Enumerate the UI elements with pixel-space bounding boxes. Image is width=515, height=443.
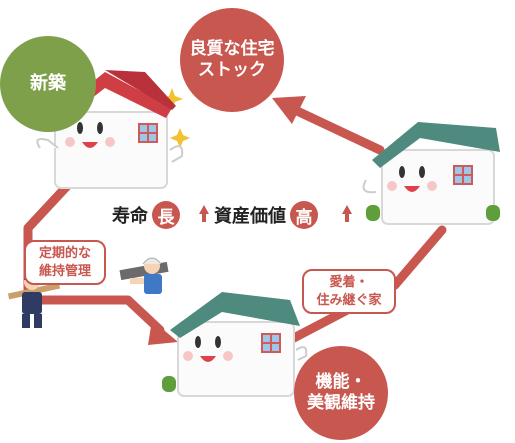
function-appearance-node: 機能・ 美観維持 xyxy=(294,346,388,440)
benefits-row: 寿命 長 資産価値 高 xyxy=(112,200,318,230)
lifespan-label: 寿命 xyxy=(112,206,148,227)
house-stock-icon xyxy=(362,122,500,225)
value-up-arrow-icon xyxy=(342,205,352,222)
inherit-tag: 愛着・ 住み継ぐ家 xyxy=(302,269,396,315)
lifespan-badge: 長 xyxy=(152,201,180,229)
carpenter-icon xyxy=(7,274,61,328)
flow-arrow-top-right xyxy=(272,96,385,155)
roof-worker-icon xyxy=(119,257,169,294)
asset-value-label: 資産価値 xyxy=(214,206,286,227)
inherit-tag-line1: 愛着・ xyxy=(329,275,369,290)
quality-stock-label-line1: 良質な住宅 xyxy=(189,38,275,59)
quality-stock-label-line2: ストック xyxy=(198,60,266,80)
lifespan-up-arrow-icon xyxy=(199,205,209,222)
function-appearance-label-line1: 機能・ xyxy=(315,371,367,392)
asset-value-badge: 高 xyxy=(290,201,318,229)
maintenance-tag-line2: 維持管理 xyxy=(38,263,91,279)
maintenance-tag-line1: 定期的な xyxy=(38,246,91,261)
house-maintained-icon xyxy=(162,292,312,397)
inherit-tag-line2: 住み継ぐ家 xyxy=(316,292,382,308)
maintenance-tag: 定期的な 維持管理 xyxy=(24,240,106,286)
quality-stock-node: 良質な住宅 ストック xyxy=(180,8,284,112)
function-appearance-label-line2: 美観維持 xyxy=(307,393,375,413)
new-build-node: 新築 xyxy=(0,36,96,132)
new-build-label: 新築 xyxy=(30,72,66,94)
